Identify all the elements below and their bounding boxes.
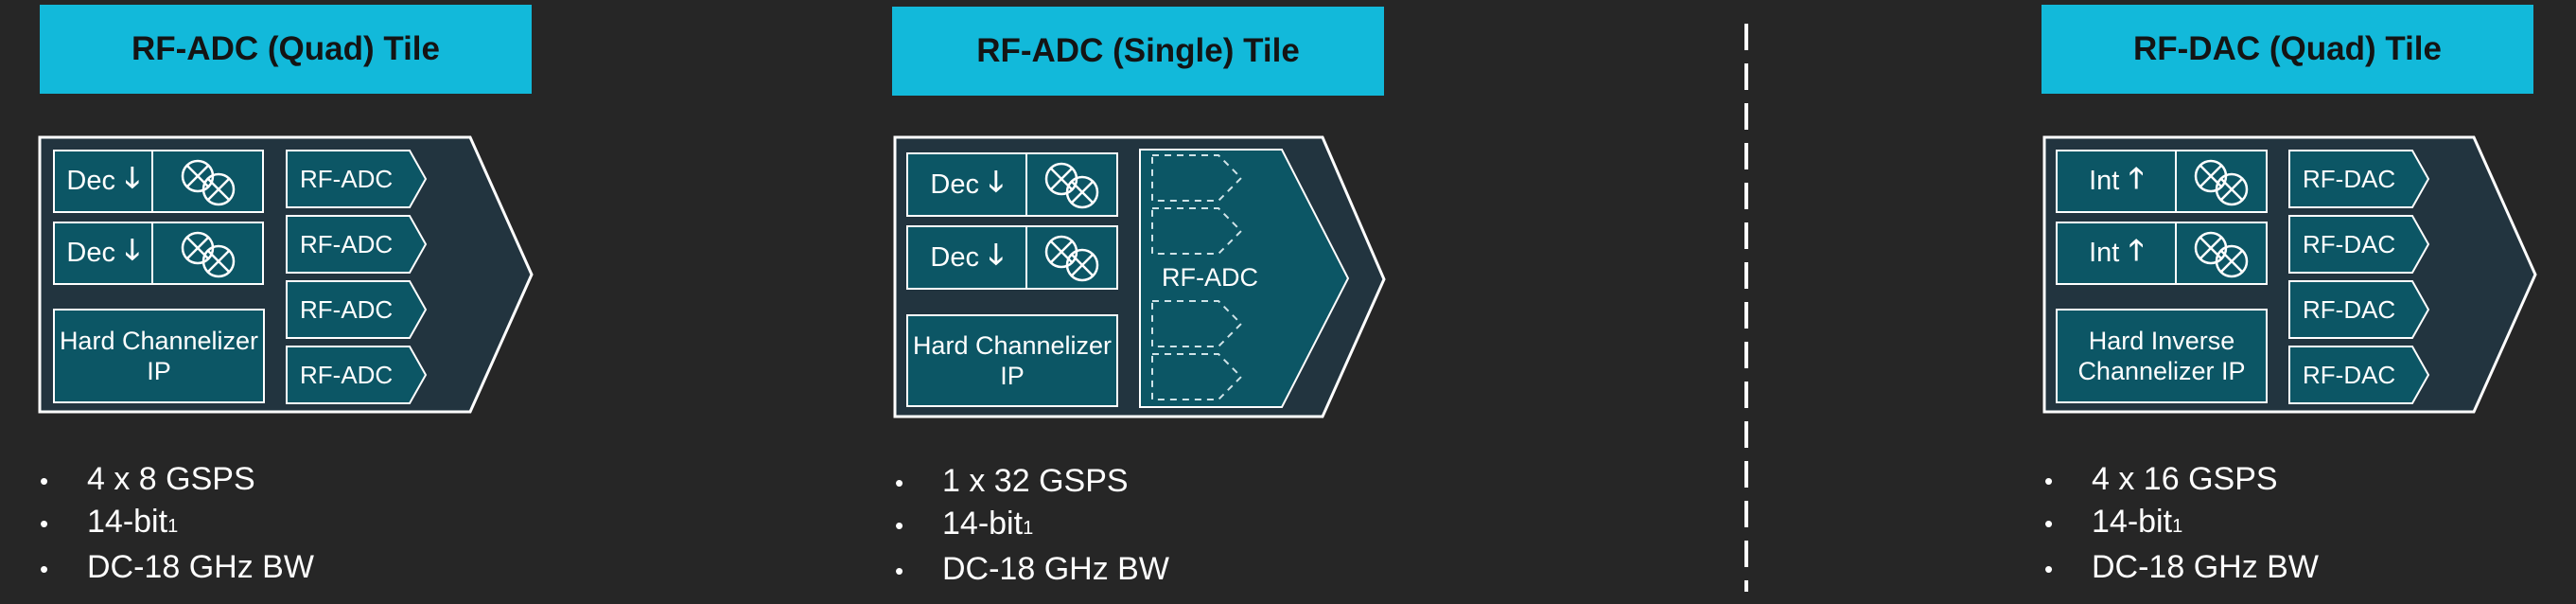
- int-label: Int: [2089, 166, 2120, 196]
- up-arrow-icon: 🡑: [2129, 235, 2144, 266]
- mixer-icon: [2194, 159, 2249, 205]
- down-arrow-icon: 🡓: [988, 239, 1004, 271]
- panel-3-title: RF-DAC (Quad) Tile: [2042, 5, 2533, 94]
- list-item: •4 x 8 GSPS: [40, 461, 255, 497]
- converter-label: RF-DAC: [2303, 229, 2396, 258]
- single-converter-arrow: [1139, 149, 1350, 408]
- up-arrow-icon: 🡑: [2129, 163, 2144, 194]
- list-item: •DC-18 GHz BW: [2044, 549, 2319, 585]
- dashed-converter-slots: [1151, 154, 1243, 400]
- interpolation-block: Int 🡑: [2056, 222, 2177, 285]
- inverse-channelizer-block: Hard Inverse Channelizer IP: [2056, 309, 2268, 403]
- converter-label: RF-DAC: [2303, 360, 2396, 389]
- converter-label: RF-ADC: [1162, 263, 1258, 292]
- dec-label: Dec: [930, 241, 979, 273]
- converter-label: RF-ADC: [300, 164, 394, 193]
- converter-arrows-1: [286, 150, 428, 404]
- list-item: •DC-18 GHz BW: [895, 551, 1169, 587]
- mixer-block: [2175, 222, 2268, 285]
- down-arrow-icon: 🡓: [124, 163, 140, 194]
- converter-arrows-3: [2288, 150, 2430, 404]
- mixer-block: [2175, 150, 2268, 213]
- down-arrow-icon: 🡓: [988, 166, 1004, 198]
- decimation-block: Dec 🡓: [906, 225, 1027, 290]
- list-item: •4 x 16 GSPS: [2044, 461, 2278, 497]
- dec-label: Dec: [66, 238, 115, 268]
- mixer-icon: [1044, 162, 1099, 209]
- panel-1-title: RF-ADC (Quad) Tile: [40, 5, 532, 94]
- converter-label: RF-DAC: [2303, 294, 2396, 324]
- decimation-block: Dec 🡓: [53, 222, 153, 285]
- int-label: Int: [2089, 238, 2120, 268]
- converter-label: RF-ADC: [300, 229, 394, 258]
- list-item: •DC-18 GHz BW: [40, 549, 314, 585]
- mixer-icon: [2194, 231, 2249, 277]
- mixer-block: [151, 150, 264, 213]
- dec-label: Dec: [930, 169, 979, 200]
- converter-label: RF-DAC: [2303, 164, 2396, 193]
- interpolation-block: Int 🡑: [2056, 150, 2177, 213]
- channelizer-block: Hard Channelizer IP: [906, 314, 1118, 407]
- panel-2-title: RF-ADC (Single) Tile: [892, 7, 1384, 96]
- decimation-block: Dec 🡓: [53, 150, 153, 213]
- mixer-block: [151, 222, 264, 285]
- dec-label: Dec: [66, 166, 115, 196]
- decimation-block: Dec 🡓: [906, 152, 1027, 217]
- channelizer-block: Hard Channelizer IP: [53, 309, 265, 403]
- mixer-block: [1025, 225, 1118, 290]
- mixer-icon: [1044, 235, 1099, 282]
- down-arrow-icon: 🡓: [124, 235, 140, 266]
- mixer-icon: [181, 159, 235, 205]
- converter-label: RF-ADC: [300, 294, 394, 324]
- converter-label: RF-ADC: [300, 360, 394, 389]
- list-item: •1 x 32 GSPS: [895, 463, 1129, 499]
- mixer-icon: [181, 231, 235, 277]
- mixer-block: [1025, 152, 1118, 217]
